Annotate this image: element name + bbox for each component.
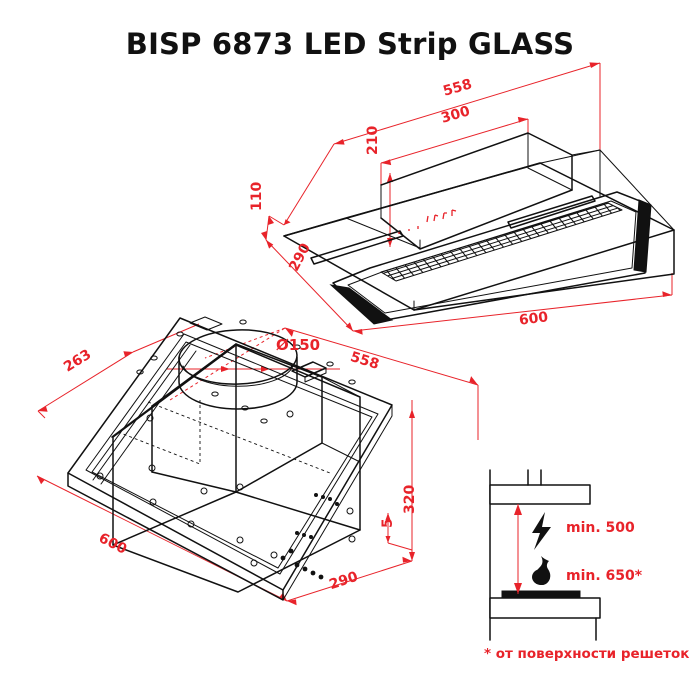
hood-body-isometric-view (36, 316, 479, 606)
dim-label-600-top: 600 (518, 309, 550, 329)
dim-label-320: 320 (402, 484, 418, 514)
dim-label-5: 5 (380, 518, 396, 528)
lightning-bolt-icon (532, 512, 551, 550)
clearance-label-gas: min. 650* (566, 568, 643, 584)
hood-front-isometric-view (261, 62, 675, 335)
dim-label-diameter-150: Ø150 (276, 336, 321, 354)
installation-footnote: * от поверхности решеток (484, 646, 690, 662)
dim-label-110: 110 (249, 181, 265, 211)
installation-clearance-diagram (489, 469, 601, 641)
dim-label-210: 210 (365, 125, 381, 155)
flame-icon (532, 556, 551, 585)
page-title: BISP 6873 LED Strip GLASS (125, 27, 575, 61)
hood-geometry (283, 132, 675, 325)
clearance-label-electric: min. 500 (566, 520, 635, 536)
dimension-lines-lower (36, 323, 479, 606)
grease-filter-mesh (381, 203, 622, 281)
dimension-lines-upper (261, 62, 673, 335)
hood-body-geometry (67, 316, 393, 601)
control-panel-markings (398, 209, 457, 234)
